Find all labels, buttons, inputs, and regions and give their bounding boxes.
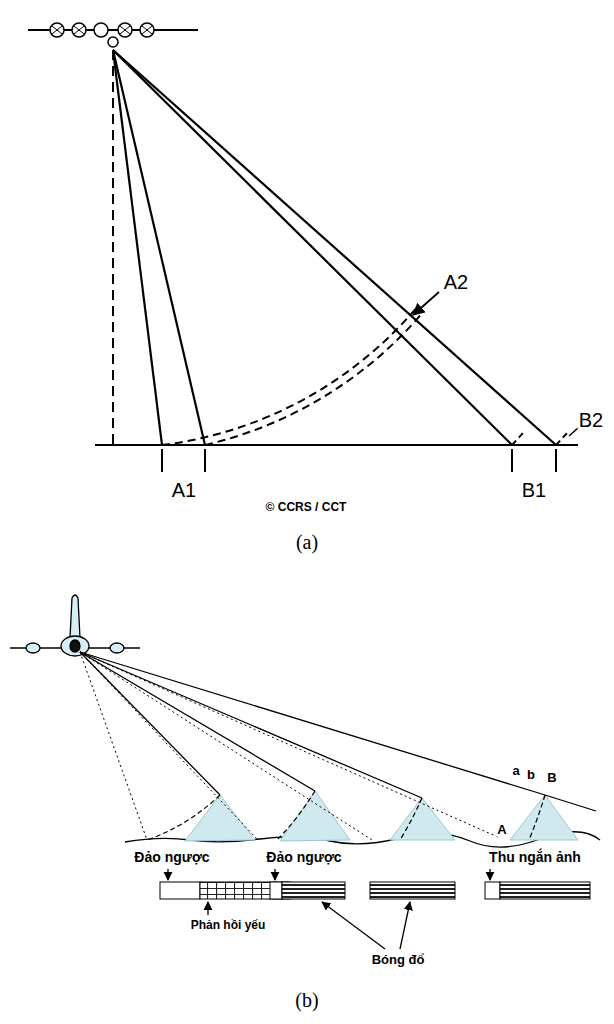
airplane-a — [28, 23, 198, 47]
effect-label: Đảo ngược — [133, 850, 210, 865]
point-label: a — [511, 764, 520, 778]
radar-geometry-a — [95, 50, 578, 472]
panel-label: (a) — [296, 531, 318, 553]
effect-label: Thu ngắn ảnh — [488, 850, 582, 865]
note-label: Bóng đổ — [372, 953, 425, 967]
copyright-note: © CCRS / CCT — [266, 501, 347, 514]
airplane-b — [10, 595, 140, 656]
point-label: B — [546, 771, 557, 785]
pointer-arrows — [168, 869, 490, 949]
panel-label: (b) — [295, 989, 318, 1011]
image-strips — [160, 882, 590, 899]
radar-rays-b — [80, 652, 596, 840]
point-label: B2 — [578, 409, 604, 431]
point-label: A1 — [172, 479, 196, 501]
effect-label: Đảo ngược — [265, 850, 342, 865]
terrain-b — [125, 791, 600, 847]
point-label: B1 — [522, 479, 546, 501]
note-label: Phản hồi yếu — [191, 919, 266, 932]
point-label: A — [496, 823, 507, 837]
point-label: b — [526, 768, 536, 782]
point-label: A2 — [443, 271, 469, 293]
